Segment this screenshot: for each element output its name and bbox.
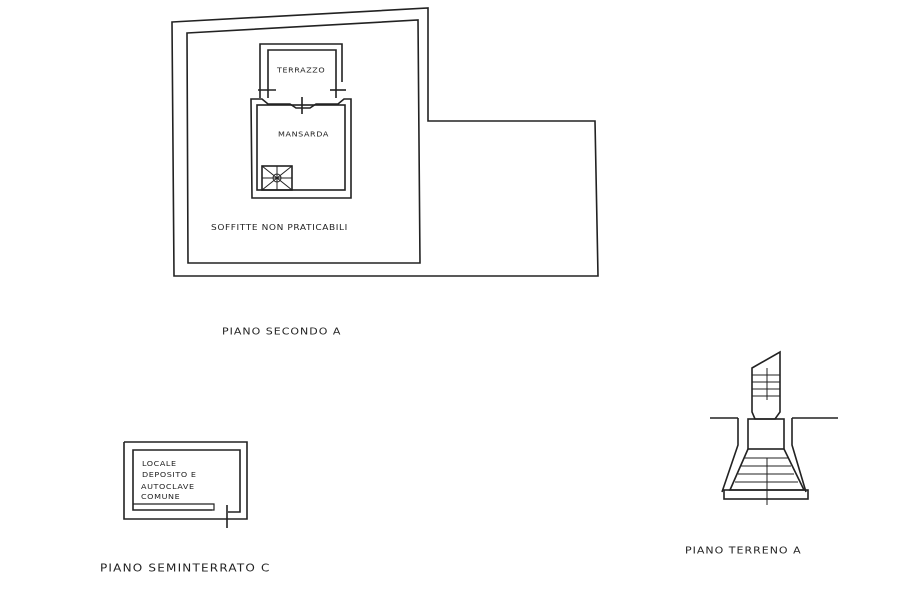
piano-seminterrato-plan (123, 441, 248, 528)
room-label-line: LOCALE (142, 459, 177, 468)
stair-steps (735, 457, 798, 483)
outer-wall (123, 441, 248, 520)
room-label-terrace: TERRAZZO (277, 66, 326, 75)
room-label-line: DEPOSITO E (142, 470, 197, 479)
spiral-stair-icon (261, 165, 293, 191)
inner-boundary (186, 19, 421, 264)
room-label-line: COMUNE (141, 492, 181, 501)
wall-step (133, 503, 215, 511)
landing (747, 418, 785, 450)
upper-stair (751, 350, 781, 420)
plan-title-terreno: PIANO TERRENO A (685, 544, 802, 557)
room-label-line: AUTOCLAVE (141, 482, 195, 491)
upper-stair-steps (752, 374, 780, 397)
stair-side-wall (791, 418, 807, 493)
attic-wall-outer (250, 98, 352, 199)
terrace-wall (259, 43, 343, 98)
room-label-roof-space: SOFFITTE NON PRATICABILI (211, 223, 348, 233)
entrance-step (723, 489, 809, 500)
plan-title-seminterrato: PIANO SEMINTERRATO C (100, 561, 271, 575)
plan-title-secondo: PIANO SECONDO A (222, 325, 342, 338)
attic-wall-inner (256, 104, 346, 191)
outer-boundary (171, 7, 599, 277)
inner-wall (132, 449, 241, 513)
piano-terreno-plan (710, 350, 838, 505)
piano-secondo-plan (171, 7, 599, 277)
terrace-wall-inner (267, 49, 337, 98)
room-label-attic: MANSARDA (278, 130, 329, 139)
stair-side-wall (721, 418, 739, 493)
